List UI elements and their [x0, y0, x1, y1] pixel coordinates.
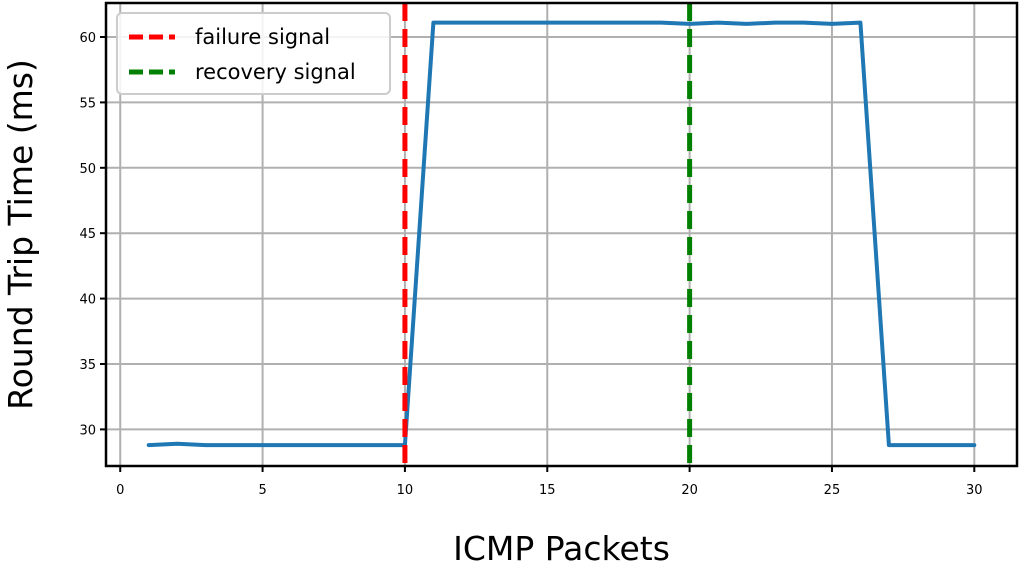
legend: failure signal recovery signal — [116, 12, 391, 95]
x-tick-label: 25 — [824, 483, 841, 498]
y-axis-label: Round Trip Time (ms) — [1, 59, 40, 410]
ticks: 0 5 10 15 20 25 30 30 35 40 45 50 55 60 — [79, 31, 982, 498]
y-tick-label: 60 — [79, 31, 96, 46]
plot-frame — [104, 1, 1019, 468]
y-tick-label: 30 — [79, 423, 96, 438]
series-layer — [146, 20, 977, 448]
rtt-series-line — [146, 20, 977, 448]
legend-label-recovery: recovery signal — [195, 60, 356, 84]
legend-box — [116, 12, 391, 95]
x-tick-label: 5 — [258, 483, 266, 498]
y-tick-label: 55 — [79, 96, 96, 111]
legend-label-failure: failure signal — [195, 25, 330, 49]
y-tick-label: 50 — [79, 162, 96, 177]
x-tick-label: 15 — [539, 483, 556, 498]
x-tick-label: 20 — [681, 483, 698, 498]
y-tick-label: 35 — [79, 358, 96, 373]
x-tick-label: 10 — [397, 483, 414, 498]
x-tick-label: 30 — [966, 483, 983, 498]
y-tick-label: 45 — [79, 227, 96, 242]
y-tick-label: 40 — [79, 293, 96, 308]
x-axis-label: ICMP Packets — [453, 529, 670, 568]
x-tick-label: 0 — [116, 483, 124, 498]
